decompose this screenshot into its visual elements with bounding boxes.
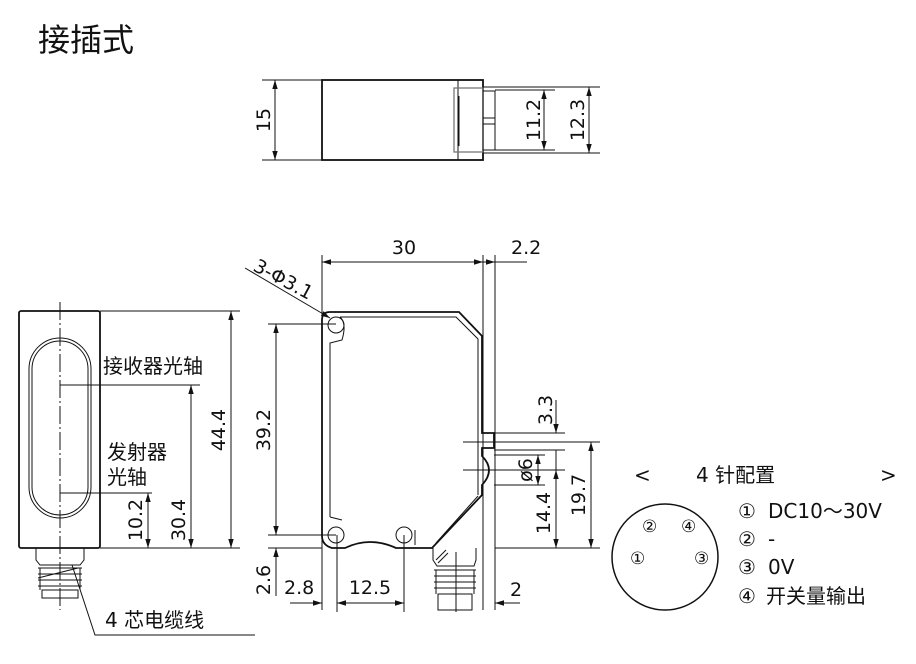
- pin-list: ① DC10～30V ② - ③ 0V ④ 开关量输出: [738, 499, 882, 608]
- dim-holes: 3-Φ3.1: [250, 255, 317, 305]
- dim-39-2: 39.2: [253, 409, 275, 451]
- dim-44-4: 44.4: [208, 409, 230, 451]
- cable-label: 4 芯电缆线: [105, 608, 204, 632]
- dim-3-3: 3.3: [535, 395, 557, 425]
- dim-14-4: 14.4: [533, 492, 555, 534]
- emitter-axis-label-2: 光轴: [107, 465, 147, 489]
- dim-10-2: 10.2: [125, 499, 147, 541]
- dim-12-3: 12.3: [567, 99, 589, 141]
- pin-num: ①: [738, 499, 756, 523]
- dim-15: 15: [253, 108, 275, 132]
- top-connector: [453, 87, 484, 153]
- pin-config-title: 4 针配置: [696, 463, 775, 487]
- pin-desc: -: [768, 527, 775, 551]
- dim-2-6: 2.6: [253, 565, 275, 595]
- pin-4-marker: ④: [681, 517, 696, 537]
- dim-30: 30: [392, 237, 416, 259]
- front-view: 30 2.2 3-Φ3.1 39.2 2.6 2.8 12.5 2 3.3 ø6: [244, 237, 600, 612]
- dim-2-2: 2.2: [511, 237, 541, 259]
- side-view: 接收器光轴 发射器 光轴 10.2 30.4 44.4 4 芯电缆线: [18, 302, 255, 636]
- pin-num: ④: [738, 584, 756, 608]
- bracket-right: >: [880, 463, 897, 487]
- pin-num: ③: [738, 555, 756, 579]
- pin-config: < 4 针配置 > ② ④ ① ③ ① DC10～30V ② - ③ 0V ④ …: [611, 463, 897, 611]
- dim-19-7: 19.7: [568, 474, 590, 516]
- dim-30-4: 30.4: [168, 499, 190, 541]
- connector-face: [611, 503, 719, 611]
- top-view: 15 11.2 12.3: [253, 79, 600, 161]
- dim-2-8: 2.8: [284, 577, 314, 599]
- pin-num: ②: [738, 527, 756, 551]
- mount-hole: [327, 316, 345, 334]
- pin-desc: DC10～30V: [768, 499, 882, 523]
- dim-lens-dia: ø6: [515, 458, 537, 482]
- emitter-axis-label-1: 发射器: [107, 440, 167, 464]
- dim-12-5: 12.5: [349, 577, 391, 599]
- pin-desc: 开关量输出: [766, 584, 866, 608]
- receiver-axis-label: 接收器光轴: [103, 354, 203, 378]
- pin-desc: 0V: [768, 555, 795, 579]
- pin-2-marker: ②: [642, 517, 657, 537]
- dim-11-2: 11.2: [523, 99, 545, 141]
- pin-3-marker: ③: [694, 549, 709, 569]
- dim-2: 2: [510, 579, 522, 601]
- bracket-left: <: [634, 463, 651, 487]
- pin-1-marker: ①: [630, 549, 645, 569]
- page-title: 接插式: [38, 21, 134, 59]
